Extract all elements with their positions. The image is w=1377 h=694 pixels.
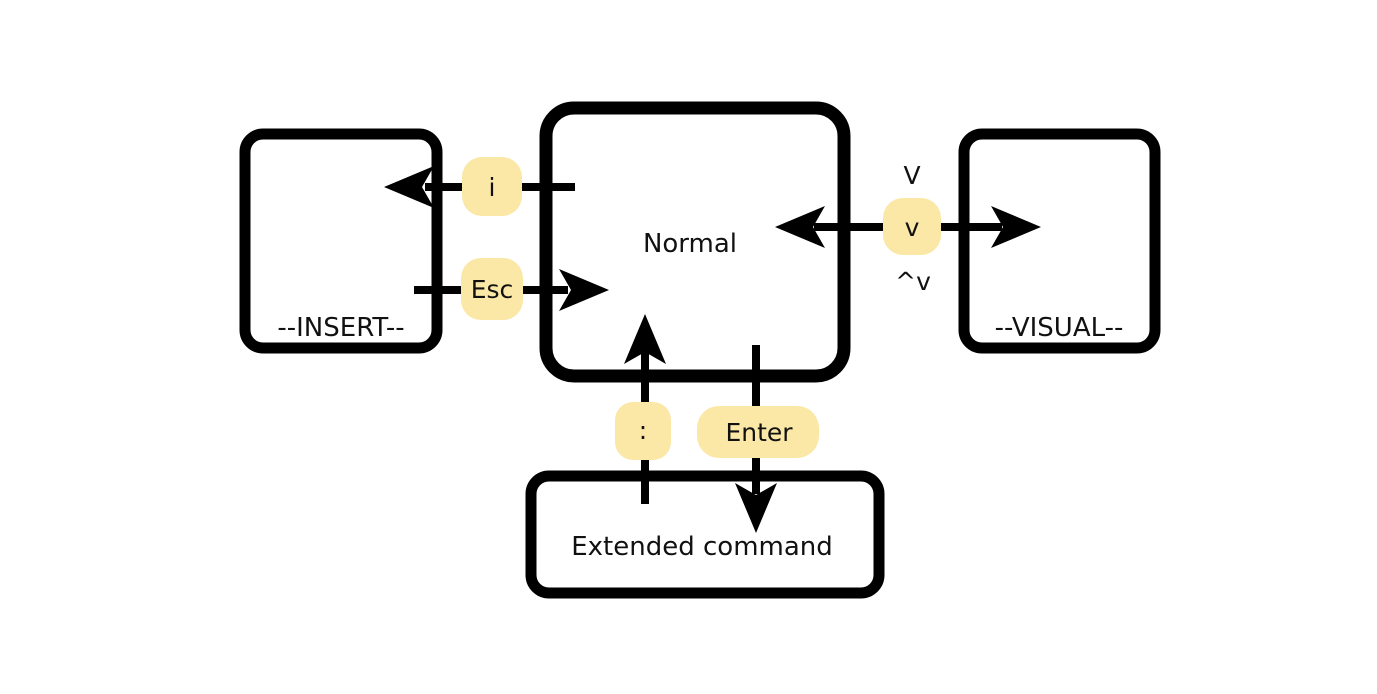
normal-mode-state: Normal [539,101,851,383]
visual-mode-box [958,128,1161,354]
arrow-extended-to-normal-colon: : [615,314,671,504]
arrow-head-left-icon [384,166,434,208]
arrow-normal-to-insert: i [384,157,575,216]
key-label-colon: : [639,416,647,445]
key-pill-esc [461,258,523,320]
key-label-visual-line: V [903,161,920,190]
visual-mode-label: --VISUAL-- [995,313,1124,343]
key-pill-v [883,198,941,255]
key-label-visual-block: ^v [895,267,931,296]
arrow-head-up-icon [624,314,666,364]
key-label-enter: Enter [725,418,793,447]
insert-mode-state: --INSERT-- [239,128,443,354]
key-label-i: i [489,173,496,202]
extended-command-label: Extended command [571,532,833,562]
arrow-insert-to-normal: Esc [414,258,609,320]
extended-command-box [525,470,885,599]
normal-mode-label: Normal [643,229,737,259]
key-pill-i [462,157,522,216]
arrow-normal-visual: v V ^v [775,161,1041,296]
extended-command-state: Extended command [525,470,885,599]
arrow-normal-to-extended-enter: Enter [697,345,819,533]
key-pill-enter [697,406,819,458]
arrow-head-down-icon [735,483,777,533]
arrow-head-right-icon [991,206,1041,248]
key-label-v: v [905,213,920,242]
key-pill-colon [615,402,671,460]
key-label-esc: Esc [471,275,514,304]
normal-mode-box [539,101,851,383]
arrow-head-left-icon [775,206,825,248]
insert-mode-label: --INSERT-- [277,313,404,343]
arrow-head-right-icon [559,269,609,311]
visual-mode-state: --VISUAL-- [958,128,1161,354]
